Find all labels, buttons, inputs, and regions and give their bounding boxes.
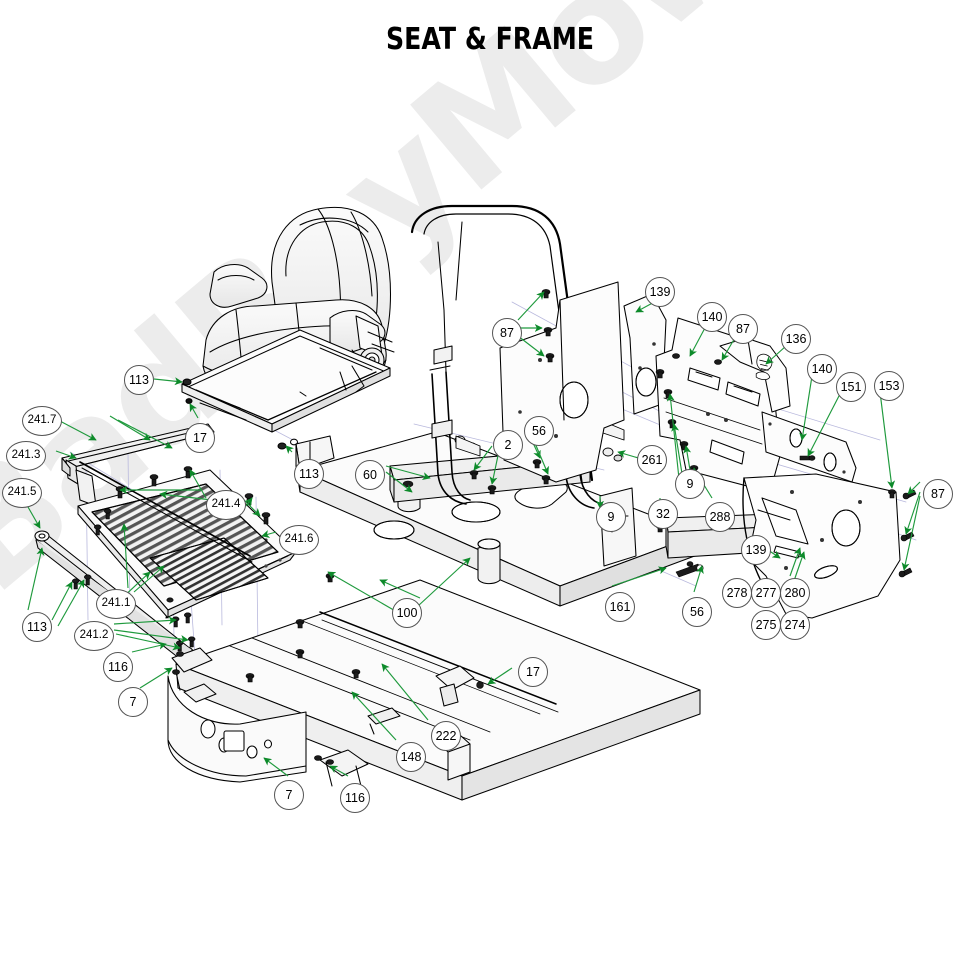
callout-241-4[interactable]: 241.4 [206, 490, 246, 520]
callout-label: 261 [641, 452, 663, 467]
callout-label: 288 [709, 509, 731, 524]
callout-9[interactable]: 9 [675, 469, 705, 499]
callout-label: 153 [878, 378, 900, 393]
callout-label: 60 [363, 467, 377, 482]
callout-label: 241.4 [211, 498, 241, 511]
callout-label: 241.3 [11, 449, 41, 462]
callout-277[interactable]: 277 [751, 578, 781, 608]
callout-label: 56 [690, 604, 704, 619]
callout-274[interactable]: 274 [780, 610, 810, 640]
callout-label: 275 [755, 617, 777, 632]
callout-label: 116 [345, 790, 365, 805]
callout-label: 274 [784, 617, 806, 632]
callout-label: 87 [736, 321, 750, 336]
callout-label: 17 [193, 430, 207, 445]
callout-87[interactable]: 87 [923, 479, 953, 509]
callout-261[interactable]: 261 [637, 445, 667, 475]
callout-153[interactable]: 153 [874, 371, 904, 401]
callout-241-6[interactable]: 241.6 [279, 525, 319, 555]
callout-56[interactable]: 56 [524, 416, 554, 446]
callout-label: 113 [27, 619, 47, 634]
callout-241-7[interactable]: 241.7 [22, 406, 62, 436]
callout-241-1[interactable]: 241.1 [96, 589, 136, 619]
callout-32[interactable]: 32 [648, 499, 678, 529]
callout-113[interactable]: 113 [124, 365, 154, 395]
callout-60[interactable]: 60 [355, 460, 385, 490]
callout-148[interactable]: 148 [396, 742, 426, 772]
callout-139[interactable]: 139 [741, 535, 771, 565]
callout-label: 278 [726, 585, 748, 600]
callout-label: 17 [526, 664, 540, 679]
callout-label: 9 [607, 509, 615, 524]
callout-56[interactable]: 56 [682, 597, 712, 627]
callout-label: 140 [701, 309, 723, 324]
callout-label: 113 [299, 466, 319, 481]
callout-241-5[interactable]: 241.5 [2, 478, 42, 508]
callout-113[interactable]: 113 [22, 612, 52, 642]
callout-label: 87 [931, 486, 945, 501]
callout-288[interactable]: 288 [705, 502, 735, 532]
callout-241-3[interactable]: 241.3 [6, 441, 46, 471]
callout-label: 148 [400, 749, 422, 764]
callout-label: 116 [108, 659, 128, 674]
callout-87[interactable]: 87 [492, 318, 522, 348]
callout-label: 7 [285, 787, 293, 802]
callout-113[interactable]: 113 [294, 459, 324, 489]
callout-label: 9 [686, 476, 694, 491]
callout-139[interactable]: 139 [645, 277, 675, 307]
callout-label: 140 [811, 361, 833, 376]
callout-label: 87 [500, 325, 514, 340]
callout-241-2[interactable]: 241.2 [74, 621, 114, 651]
callout-136[interactable]: 136 [781, 324, 811, 354]
callout-label: 7 [129, 694, 137, 709]
callout-7[interactable]: 7 [274, 780, 304, 810]
callout-label: 2 [504, 437, 512, 452]
callout-116[interactable]: 116 [340, 783, 370, 813]
callout-222[interactable]: 222 [431, 721, 461, 751]
callout-275[interactable]: 275 [751, 610, 781, 640]
callout-label: 222 [435, 728, 457, 743]
callout-label: 277 [755, 585, 777, 600]
callout-116[interactable]: 116 [103, 652, 133, 682]
callout-140[interactable]: 140 [807, 354, 837, 384]
callout-label: 161 [609, 599, 631, 614]
callout-7[interactable]: 7 [118, 687, 148, 717]
page-title: SEAT & FRAME [385, 22, 595, 57]
callout-label: 136 [785, 331, 807, 346]
callout-9[interactable]: 9 [596, 502, 626, 532]
callout-label: 241.2 [79, 629, 109, 642]
callout-140[interactable]: 140 [697, 302, 727, 332]
callout-280[interactable]: 280 [780, 578, 810, 608]
callout-161[interactable]: 161 [605, 592, 635, 622]
callout-label: 241.7 [27, 414, 57, 427]
callout-label: 32 [656, 506, 670, 521]
callout-label: 56 [532, 423, 546, 438]
callout-100[interactable]: 100 [392, 598, 422, 628]
callout-17[interactable]: 17 [185, 423, 215, 453]
callout-label: 241.6 [284, 533, 314, 546]
callout-278[interactable]: 278 [722, 578, 752, 608]
callout-151[interactable]: 151 [836, 372, 866, 402]
callout-2[interactable]: 2 [493, 430, 523, 460]
callout-label: 280 [784, 585, 806, 600]
callout-label: 100 [396, 605, 418, 620]
callout-label: 113 [129, 372, 149, 387]
callout-label: 139 [649, 284, 671, 299]
callout-label: 151 [840, 379, 862, 394]
callout-87[interactable]: 87 [728, 314, 758, 344]
callout-label: 139 [745, 542, 767, 557]
callout-label: 241.1 [101, 597, 131, 610]
callout-label: 241.5 [7, 486, 37, 499]
callout-17[interactable]: 17 [518, 657, 548, 687]
